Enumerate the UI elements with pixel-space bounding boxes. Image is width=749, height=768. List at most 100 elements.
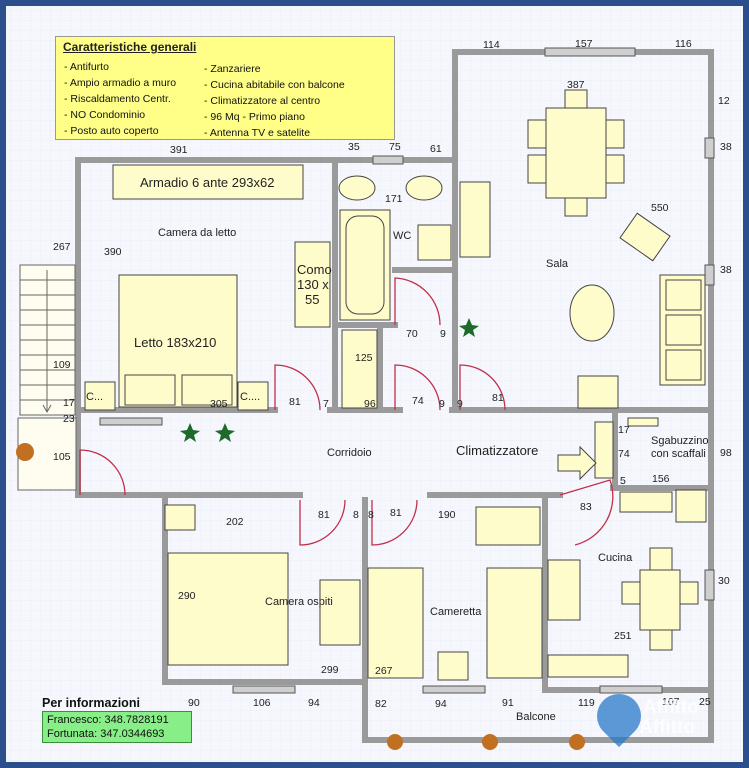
dimension-label: 91 (502, 697, 514, 709)
dimension-label: 35 (348, 141, 360, 153)
dimension-label: 30 (718, 575, 730, 587)
comodino-label-2: 130 x (297, 277, 329, 292)
dimension-label: 7 (323, 398, 329, 410)
climatizzatore-label: Climatizzatore (456, 443, 539, 458)
dimension-label: 98 (720, 447, 732, 459)
dimension-label: 190 (438, 509, 456, 521)
dimension-label: 391 (170, 144, 188, 156)
climatizzatore-arrow-icon (557, 445, 597, 481)
dimension-label: 251 (614, 630, 632, 642)
dimension-label: 299 (321, 664, 339, 676)
dimension-label: 387 (567, 79, 585, 91)
dimension-label: 12 (718, 95, 730, 107)
dimension-label: 125 (355, 352, 373, 364)
dimension-label: 94 (308, 697, 320, 709)
dimension-label: 83 (580, 501, 592, 513)
feature-item: - Ampio armadio a muro (64, 77, 177, 89)
cucina-label: Cucina (598, 552, 633, 564)
cameretta-label: Cameretta (430, 606, 482, 618)
dimension-label: 81 (289, 396, 301, 408)
dimension-label: 9 (439, 398, 445, 410)
feature-item: - Zanzariere (204, 63, 261, 75)
dimension-label: 267 (53, 241, 71, 253)
features-list-left: - Antifurto - Ampio armadio a muro - Ris… (64, 59, 176, 139)
comodino-small-label: C... (86, 391, 104, 403)
feature-item: - Climatizzatore al centro (204, 95, 321, 107)
dimension-label: 17 (618, 424, 630, 436)
dimension-label: 9 (457, 398, 463, 410)
feature-item: - 96 Mq - Primo piano (204, 111, 305, 123)
feature-item: - Cucina abitabile con balcone (204, 79, 345, 91)
feature-item: - Antifurto (64, 61, 109, 73)
stairs (17, 264, 77, 491)
dimension-label: 74 (412, 395, 424, 407)
dimension-label: 290 (178, 590, 196, 602)
dimension-label: 8 (353, 509, 359, 521)
contact-box: Francesco: 348.7828191 Fortunata: 347.03… (42, 711, 192, 743)
letto-label: Letto 183x210 (134, 335, 217, 350)
armadio-label: Armadio 6 ante 293x62 (140, 175, 275, 190)
doors (79, 277, 614, 546)
dimension-label: 109 (53, 359, 71, 371)
sgabuzzino-label-2: con scaffali (651, 448, 706, 460)
dimension-label: 550 (651, 202, 669, 214)
dimension-label: 106 (253, 697, 271, 709)
dimension-label: 267 (375, 665, 393, 677)
dimension-label: 23 (63, 413, 75, 425)
furniture (84, 89, 707, 681)
wc-label: WC (393, 230, 412, 242)
dimension-label: 17 (63, 397, 75, 409)
dimension-label: 9 (440, 328, 446, 340)
contact-heading: Per informazioni (42, 696, 140, 710)
dimension-label: 25 (699, 696, 711, 708)
sala-label: Sala (546, 258, 569, 270)
dimension-label: 171 (385, 193, 403, 205)
dimension-label: 81 (390, 507, 402, 519)
watermark-logo: Affitto Affitto (587, 684, 737, 754)
features-title: Caratteristiche generali (63, 40, 197, 54)
features-box: Caratteristiche generali - Antifurto - A… (55, 36, 395, 140)
dimension-label: 390 (104, 246, 122, 258)
dimension-label: 75 (389, 141, 401, 153)
dimension-label: 119 (578, 697, 595, 709)
dimension-label: 105 (53, 451, 71, 463)
features-list-right: - Zanzariere - Cucina abitabile con balc… (204, 61, 345, 141)
dimension-label: 81 (492, 392, 504, 404)
dimension-label: 61 (430, 143, 442, 155)
dimension-label: 38 (720, 264, 732, 276)
contact-line: Francesco: 348.7828191 (47, 714, 169, 726)
dimension-label: 114 (483, 39, 500, 51)
feature-item: - Riscaldamento Centr. (64, 93, 171, 105)
dimension-label: 8 (368, 509, 374, 521)
dimension-label: 38 (720, 141, 732, 153)
camera-letto-label: Camera da letto (158, 227, 237, 239)
dimension-label: 156 (652, 473, 670, 485)
dimension-label: 96 (364, 398, 376, 410)
feature-item: - Posto auto coperto (64, 125, 159, 137)
dimension-label: 157 (575, 38, 593, 50)
comodino-label-1: Como (297, 262, 332, 277)
sgabuzzino-label-1: Sgabuzzino (651, 435, 709, 447)
balcone-label: Balcone (516, 711, 556, 723)
dimension-label: 116 (675, 38, 692, 50)
comodino-small-label: C.... (240, 391, 261, 403)
plants (16, 318, 585, 750)
feature-item: - Antenna TV e satelite (204, 127, 311, 139)
corridoio-label: Corridoio (327, 447, 372, 459)
comodino-label-3: 55 (305, 292, 320, 307)
dimension-label: 74 (618, 448, 630, 460)
watermark-text-1: Affitto (643, 697, 699, 718)
dimension-label: 70 (406, 328, 418, 340)
contact-line: Fortunata: 347.0344693 (47, 728, 165, 740)
dimension-label: 107 (662, 696, 680, 708)
watermark-text-2: Affitto (639, 717, 695, 738)
windows (99, 47, 715, 694)
dimension-label: 5 (620, 475, 626, 487)
feature-item: - NO Condominio (64, 109, 146, 121)
dimension-label: 94 (435, 698, 447, 710)
dimension-label: 202 (226, 516, 244, 528)
dimension-label: 82 (375, 698, 387, 710)
camera-ospiti-label: Camera ospiti (265, 596, 333, 608)
dimension-label: 81 (318, 509, 330, 521)
